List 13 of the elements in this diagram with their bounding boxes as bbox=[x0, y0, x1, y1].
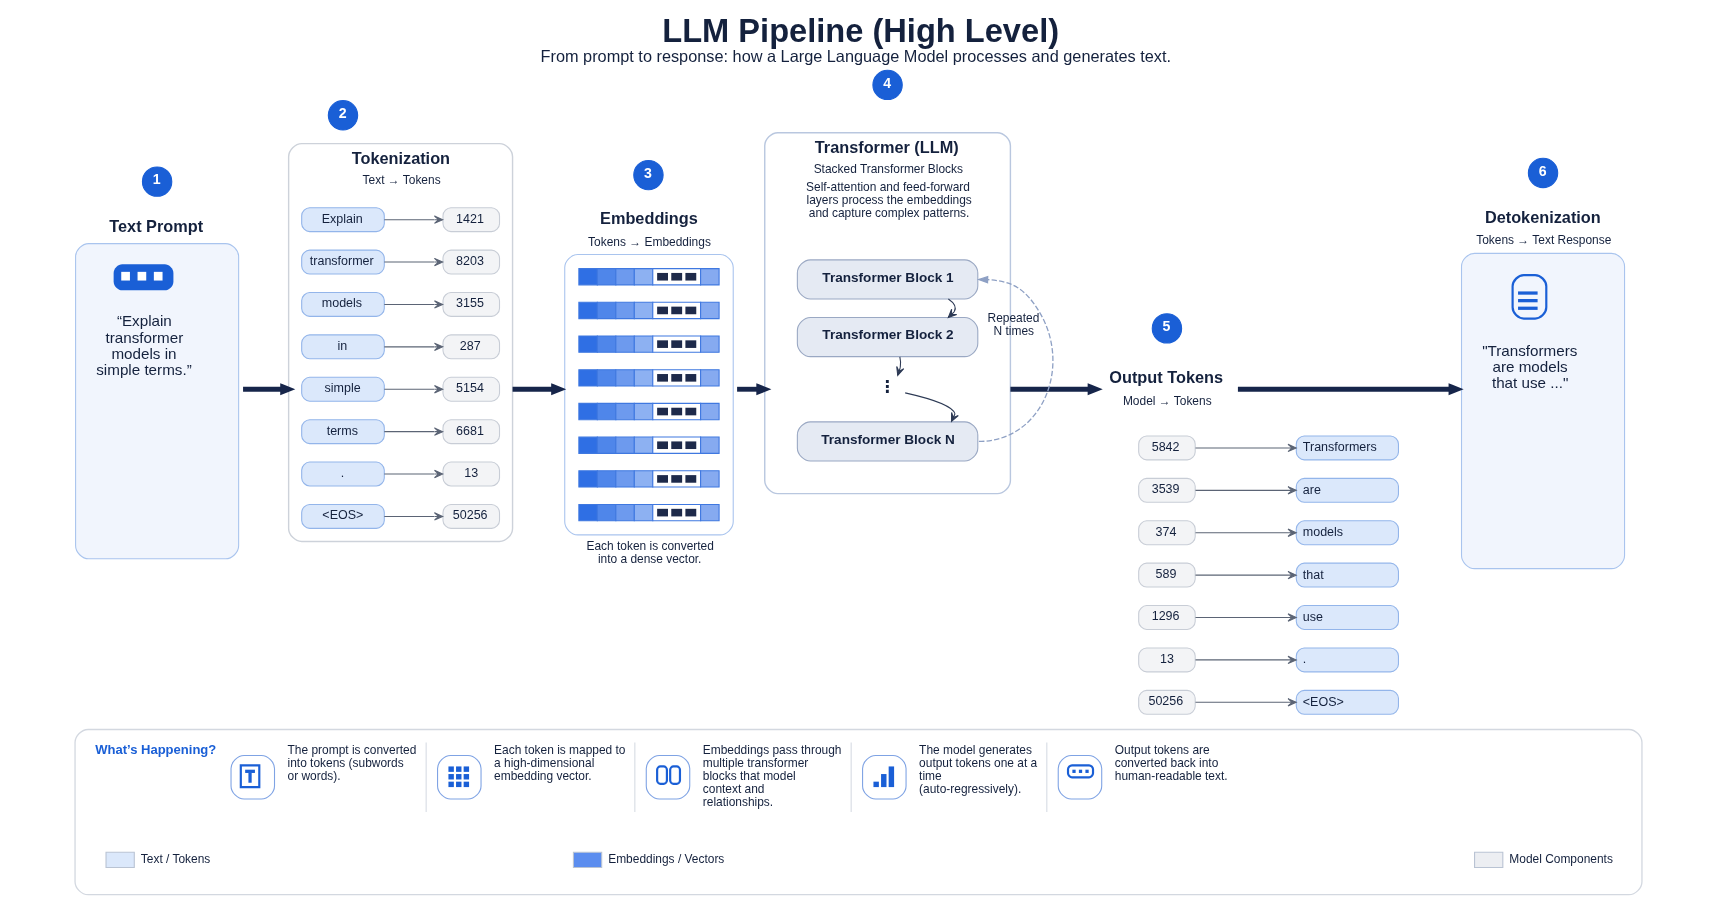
legend-label: Embeddings / Vectors bbox=[608, 851, 725, 866]
diagram-title: LLM Pipeline (High Level) bbox=[662, 11, 1060, 49]
node-label: Tokens → Text Response bbox=[1476, 233, 1612, 248]
edge-label: Repeated N times bbox=[987, 311, 1040, 339]
node-text: Output Tokens Model → Tokens bbox=[1109, 367, 1224, 409]
node-label: Detokenization bbox=[1484, 207, 1601, 226]
node-text: ⋮ bbox=[878, 376, 896, 396]
node-label: Text Prompt bbox=[109, 216, 204, 235]
node-label: Embeddings bbox=[600, 209, 698, 228]
node-label: Each token is converted into a dense vector. bbox=[586, 538, 714, 566]
legend-label: Text / Tokens bbox=[140, 851, 211, 866]
node-label: Tokens → Embeddings bbox=[588, 234, 711, 249]
legend-label: Model Components bbox=[1509, 851, 1613, 866]
